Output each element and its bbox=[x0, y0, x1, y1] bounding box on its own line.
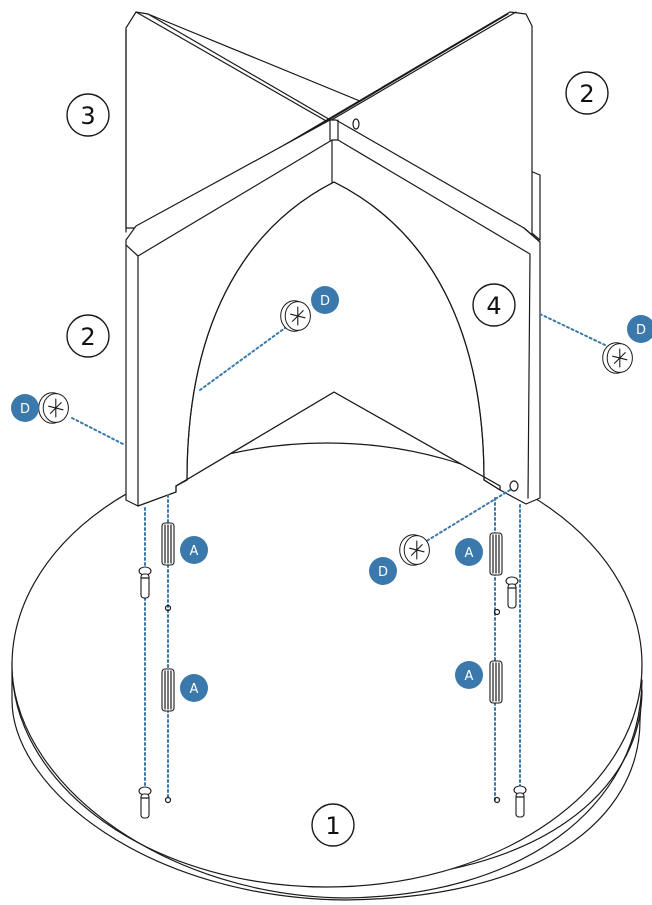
svg-text:D: D bbox=[20, 402, 30, 417]
svg-text:3: 3 bbox=[80, 102, 95, 130]
hw-callout-d-3: D bbox=[369, 557, 397, 585]
cam-lock-d-4 bbox=[602, 342, 633, 374]
dowel-a-3 bbox=[489, 532, 503, 576]
hw-callout-d-4: D bbox=[627, 315, 652, 343]
hole-2 bbox=[164, 796, 172, 804]
svg-text:A: A bbox=[465, 669, 474, 684]
svg-text:2: 2 bbox=[579, 80, 594, 108]
dowel-a-4 bbox=[489, 660, 503, 704]
svg-text:4: 4 bbox=[486, 292, 501, 320]
bolt-4 bbox=[513, 785, 527, 818]
dowel-a-1 bbox=[161, 522, 175, 566]
bolt-3 bbox=[505, 576, 519, 609]
hw-callout-d-2: D bbox=[11, 394, 39, 422]
hole-4 bbox=[493, 796, 501, 804]
part-callout-1: 1 bbox=[311, 803, 355, 847]
part-callout-3: 3 bbox=[66, 93, 110, 137]
hw-callout-d-1: D bbox=[311, 286, 339, 314]
part-callout-2-left: 2 bbox=[66, 314, 110, 358]
svg-text:D: D bbox=[320, 294, 330, 309]
svg-text:A: A bbox=[190, 682, 199, 697]
part-callout-2-right: 2 bbox=[565, 71, 609, 115]
svg-text:1: 1 bbox=[325, 812, 340, 840]
svg-text:2: 2 bbox=[80, 323, 95, 351]
hole-1 bbox=[164, 604, 172, 612]
svg-text:A: A bbox=[190, 544, 199, 559]
bolt-1 bbox=[138, 566, 152, 599]
bolt-2 bbox=[138, 786, 152, 819]
hole-3 bbox=[493, 608, 501, 616]
front-arch-panel bbox=[125, 118, 541, 507]
svg-text:D: D bbox=[378, 565, 388, 580]
part-callout-4: 4 bbox=[472, 283, 516, 327]
hw-callout-a-3: A bbox=[455, 538, 483, 566]
dowel-a-2 bbox=[161, 668, 175, 712]
svg-text:D: D bbox=[636, 323, 646, 338]
hw-callout-a-4: A bbox=[455, 661, 483, 689]
svg-text:A: A bbox=[465, 546, 474, 561]
cam-lock-d-1 bbox=[280, 300, 311, 332]
cam-lock-d-3 bbox=[399, 534, 430, 566]
hw-callout-a-1: A bbox=[180, 536, 208, 564]
hw-callout-a-2: A bbox=[180, 674, 208, 702]
cam-lock-d-2 bbox=[38, 392, 69, 424]
